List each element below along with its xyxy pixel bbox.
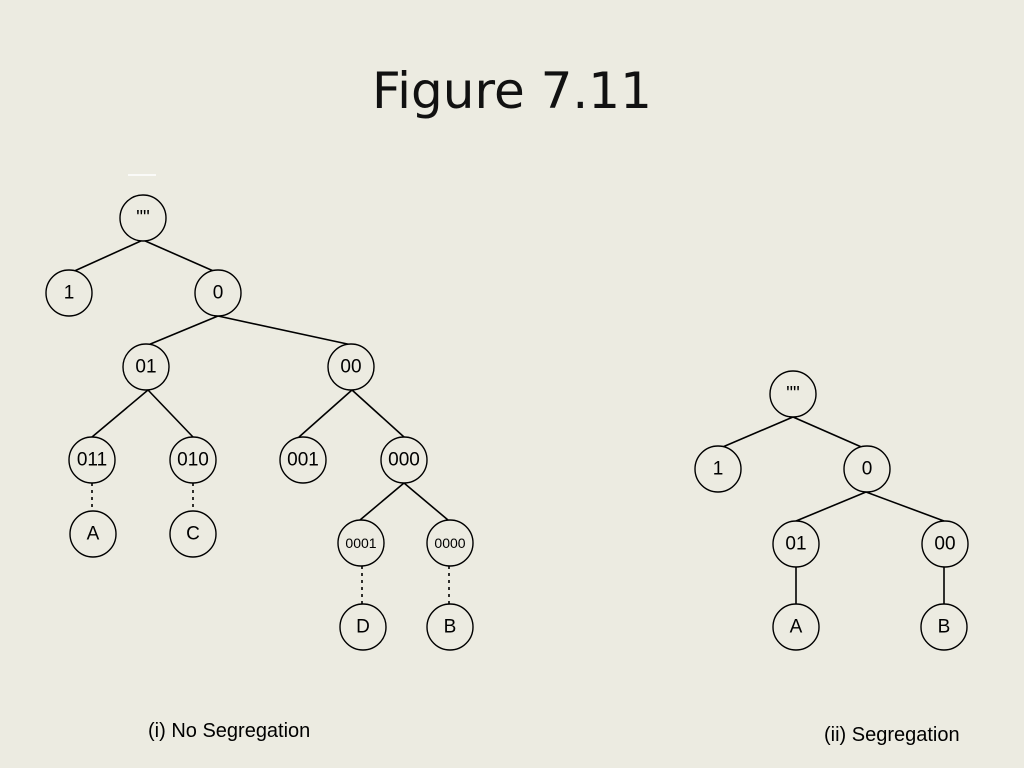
svg-text:011: 011 — [77, 450, 107, 471]
svg-text:A: A — [790, 617, 803, 638]
svg-text:"": "" — [136, 208, 150, 229]
svg-text:B: B — [444, 617, 457, 638]
tree-1-node-0001: 0001 — [337, 519, 385, 567]
svg-text:0: 0 — [862, 459, 873, 480]
svg-text:00: 00 — [340, 357, 361, 378]
tree-2-node-B: B — [920, 603, 968, 651]
tree-2-node-01: 01 — [772, 520, 820, 568]
svg-text:"": "" — [786, 384, 800, 405]
svg-text:01: 01 — [135, 357, 156, 378]
tree-1-node-B: B — [426, 603, 474, 651]
tree-1-node-C: C — [169, 510, 217, 558]
tree-2-node-00: 00 — [921, 520, 969, 568]
tree-1-caption: (i) No Segregation — [148, 720, 310, 742]
svg-text:0001: 0001 — [345, 535, 376, 551]
tree-1-node-0000: 0000 — [426, 519, 474, 567]
tree-1-node-00: 00 — [327, 343, 375, 391]
tree-1-node-011: 011 — [68, 436, 116, 484]
tree-1-node-1: 1 — [45, 269, 93, 317]
svg-text:001: 001 — [287, 450, 319, 471]
svg-text:0: 0 — [213, 283, 224, 304]
svg-text:00: 00 — [934, 534, 955, 555]
svg-text:A: A — [87, 524, 100, 545]
tree-1-node-D: D — [339, 603, 387, 651]
svg-text:01: 01 — [785, 534, 806, 555]
tree-1-node-01: 01 — [122, 343, 170, 391]
svg-text:1: 1 — [713, 459, 724, 480]
svg-text:C: C — [186, 524, 200, 545]
tree-1-node-0: 0 — [194, 269, 242, 317]
figure-title: Figure 7.11 — [372, 62, 652, 120]
svg-text:000: 000 — [388, 450, 420, 471]
tree-2-node-0: 0 — [843, 445, 891, 493]
tree-1-node-root: "" — [119, 194, 167, 242]
tree-1-node-A: A — [69, 510, 117, 558]
tree-2-caption: (ii) Segregation — [824, 724, 960, 746]
svg-text:010: 010 — [177, 450, 209, 471]
tree-1-node-000: 000 — [380, 436, 428, 484]
tree-2-node-1: 1 — [694, 445, 742, 493]
tree-2-node-A: A — [772, 603, 820, 651]
tree-2-edges — [717, 416, 945, 604]
svg-text:B: B — [938, 617, 951, 638]
svg-text:0000: 0000 — [434, 535, 465, 551]
tree-2-node-root: "" — [769, 370, 817, 418]
svg-text:D: D — [356, 617, 370, 638]
svg-text:1: 1 — [64, 283, 75, 304]
tree-1-edges — [69, 239, 450, 605]
tree-1-node-010: 010 — [169, 436, 217, 484]
tree-1-node-001: 001 — [279, 436, 327, 484]
